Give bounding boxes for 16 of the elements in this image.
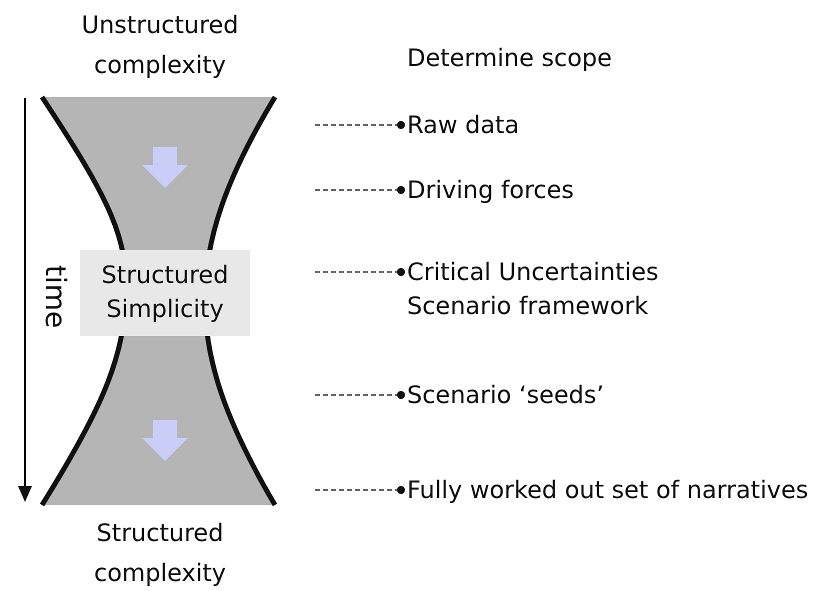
leader-line <box>315 268 405 276</box>
leader-line <box>315 186 405 194</box>
label-box: Structured Simplicity <box>80 250 250 336</box>
leader-line <box>315 391 405 399</box>
step-text: Critical Uncertainties <box>407 257 659 288</box>
step-text: Raw data <box>407 110 520 141</box>
leader-line <box>315 486 405 494</box>
text-label: Structured complexity <box>93 518 227 589</box>
text-label: Determine scope <box>407 43 613 74</box>
text-label: Unstructured complexity <box>80 10 240 81</box>
step-text: Fully worked out set of narratives <box>407 475 808 506</box>
leader-line <box>315 121 405 129</box>
step-text: Scenario framework <box>407 291 650 322</box>
axis-label: time <box>38 265 72 328</box>
step-text: Driving forces <box>407 175 574 206</box>
step-text: Scenario ‘seeds’ <box>407 380 604 411</box>
